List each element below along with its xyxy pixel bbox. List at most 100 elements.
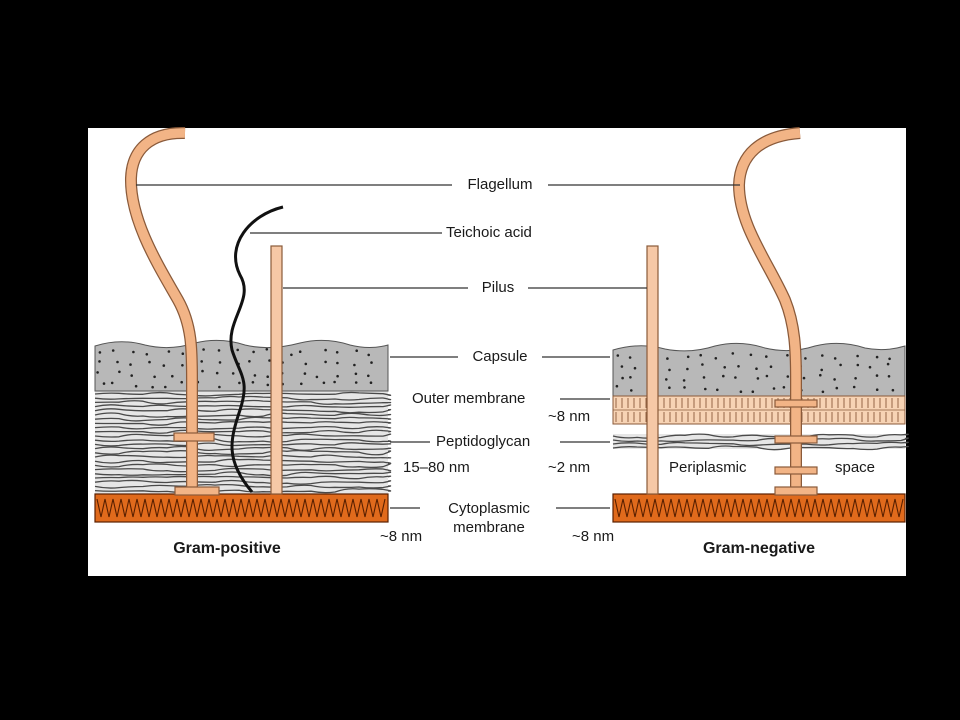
- capsule-dot: [116, 360, 119, 364]
- capsule-dot: [162, 364, 166, 367]
- capsule-dot: [751, 390, 755, 394]
- capsule-dot: [251, 381, 255, 384]
- peptidoglycan-fiber: [94, 484, 392, 489]
- capsule-dot: [322, 381, 326, 385]
- gn-cytoplasmic-thickness: ~8 nm: [572, 528, 615, 545]
- capsule-dot: [324, 348, 327, 352]
- capsule-dot: [856, 363, 860, 367]
- capsule-dot: [668, 386, 671, 390]
- capsule-dot: [266, 375, 270, 379]
- peptidoglycan-fiber: [94, 421, 392, 426]
- capsule-dot: [772, 387, 776, 390]
- peptidoglycan-fiber: [94, 449, 392, 456]
- gn-peptidoglycan-fibers: [612, 433, 909, 451]
- capsule-dot: [833, 357, 837, 360]
- capsule-dot: [749, 353, 753, 357]
- capsule-dot: [704, 387, 707, 391]
- peptidoglycan-fiber: [612, 437, 909, 443]
- capsule-dot: [218, 385, 221, 389]
- capsule-dot: [218, 361, 222, 364]
- capsule-dot: [253, 374, 257, 377]
- gram-negative-wall: [612, 342, 909, 523]
- gn-flagellum-ring-outer: [774, 399, 818, 408]
- peptidoglycan-fiber: [94, 437, 392, 443]
- cytoplasmic-membrane-label-line1: Cytoplasmic: [448, 500, 530, 517]
- capsule-dot: [714, 357, 718, 360]
- capsule-dot: [265, 348, 269, 351]
- gp-flagellum-ring: [173, 432, 215, 442]
- peptidoglycan-fiber: [94, 404, 392, 408]
- capsule-dot: [98, 360, 101, 363]
- capsule-dot: [180, 380, 183, 384]
- capsule-dot: [722, 374, 725, 378]
- capsule-dot: [353, 363, 356, 367]
- capsule-dot: [304, 362, 308, 366]
- peptidoglycan-fiber: [612, 445, 909, 451]
- capsule-dot: [118, 370, 121, 374]
- gp-capsule-layer: [94, 339, 389, 392]
- gn-flagellum-ring-pg: [774, 435, 818, 444]
- capsule-label: Capsule: [472, 348, 528, 365]
- capsule-dot: [621, 376, 624, 380]
- capsule-dot: [268, 359, 271, 362]
- capsule-dot: [633, 366, 637, 370]
- capsule-dot: [215, 371, 219, 375]
- capsule-dot: [682, 379, 686, 382]
- peptidoglycan-fiber: [94, 462, 392, 469]
- gp-membrane-zigzag: [96, 498, 386, 518]
- gn-peptidoglycan-thickness: ~2 nm: [548, 459, 591, 476]
- capsule-dot: [731, 352, 735, 355]
- peptidoglycan-fiber: [94, 433, 392, 438]
- capsule-dot: [290, 353, 293, 357]
- space-label: space: [835, 459, 876, 476]
- capsule-dot: [303, 372, 307, 375]
- capsule-dot: [171, 374, 174, 378]
- capsule-dot: [336, 374, 339, 378]
- capsule-dot: [333, 380, 336, 384]
- capsule-dot: [181, 352, 185, 356]
- gp-peptidoglycan-fibers: [94, 391, 392, 494]
- capsule-dot: [324, 360, 327, 364]
- capsule-dot: [370, 361, 373, 364]
- capsule-dot: [238, 381, 241, 385]
- capsule-dot: [148, 360, 151, 364]
- capsule-dot: [111, 349, 115, 352]
- capsule-dot: [802, 376, 806, 380]
- capsule-dot: [167, 350, 171, 353]
- gram-positive-wall: [94, 339, 392, 523]
- capsule-dot: [739, 390, 743, 394]
- capsule-dot: [666, 357, 669, 360]
- capsule-dot: [875, 388, 879, 392]
- peptidoglycan-fiber: [94, 408, 392, 414]
- capsule-dot: [820, 368, 823, 372]
- capsule-dot: [630, 389, 633, 392]
- capsule-dot: [335, 351, 339, 354]
- capsule-dot: [723, 366, 726, 369]
- capsule-dot: [891, 388, 895, 392]
- pilus-label: Pilus: [481, 279, 515, 296]
- capsule-dot: [821, 390, 825, 394]
- capsule-dot: [839, 363, 842, 367]
- peptidoglycan-fiber: [94, 399, 392, 405]
- capsule-dot: [615, 384, 619, 388]
- capsule-dot: [734, 376, 737, 379]
- gn-membrane-zigzag: [614, 498, 904, 518]
- capsule-dot: [369, 381, 373, 385]
- capsule-dot: [821, 354, 824, 357]
- capsule-dot: [683, 386, 686, 389]
- capsule-dot: [164, 385, 167, 389]
- gp-peptidoglycan-thickness: 15–80 nm: [403, 459, 470, 476]
- capsule-dot: [765, 374, 769, 378]
- gp-pilus: [270, 245, 283, 495]
- peptidoglycan-fiber: [94, 479, 392, 485]
- teichoic-acid-strand: [229, 205, 284, 493]
- capsule-dot: [701, 363, 704, 366]
- capsule-dot: [737, 365, 740, 368]
- outer-membrane-thickness: ~8 nm: [548, 408, 591, 425]
- gn-pilus: [646, 245, 659, 495]
- capsule-dot: [354, 372, 358, 376]
- capsule-dot: [200, 360, 203, 363]
- capsule-dot: [201, 369, 204, 373]
- leader-lines: [136, 184, 740, 509]
